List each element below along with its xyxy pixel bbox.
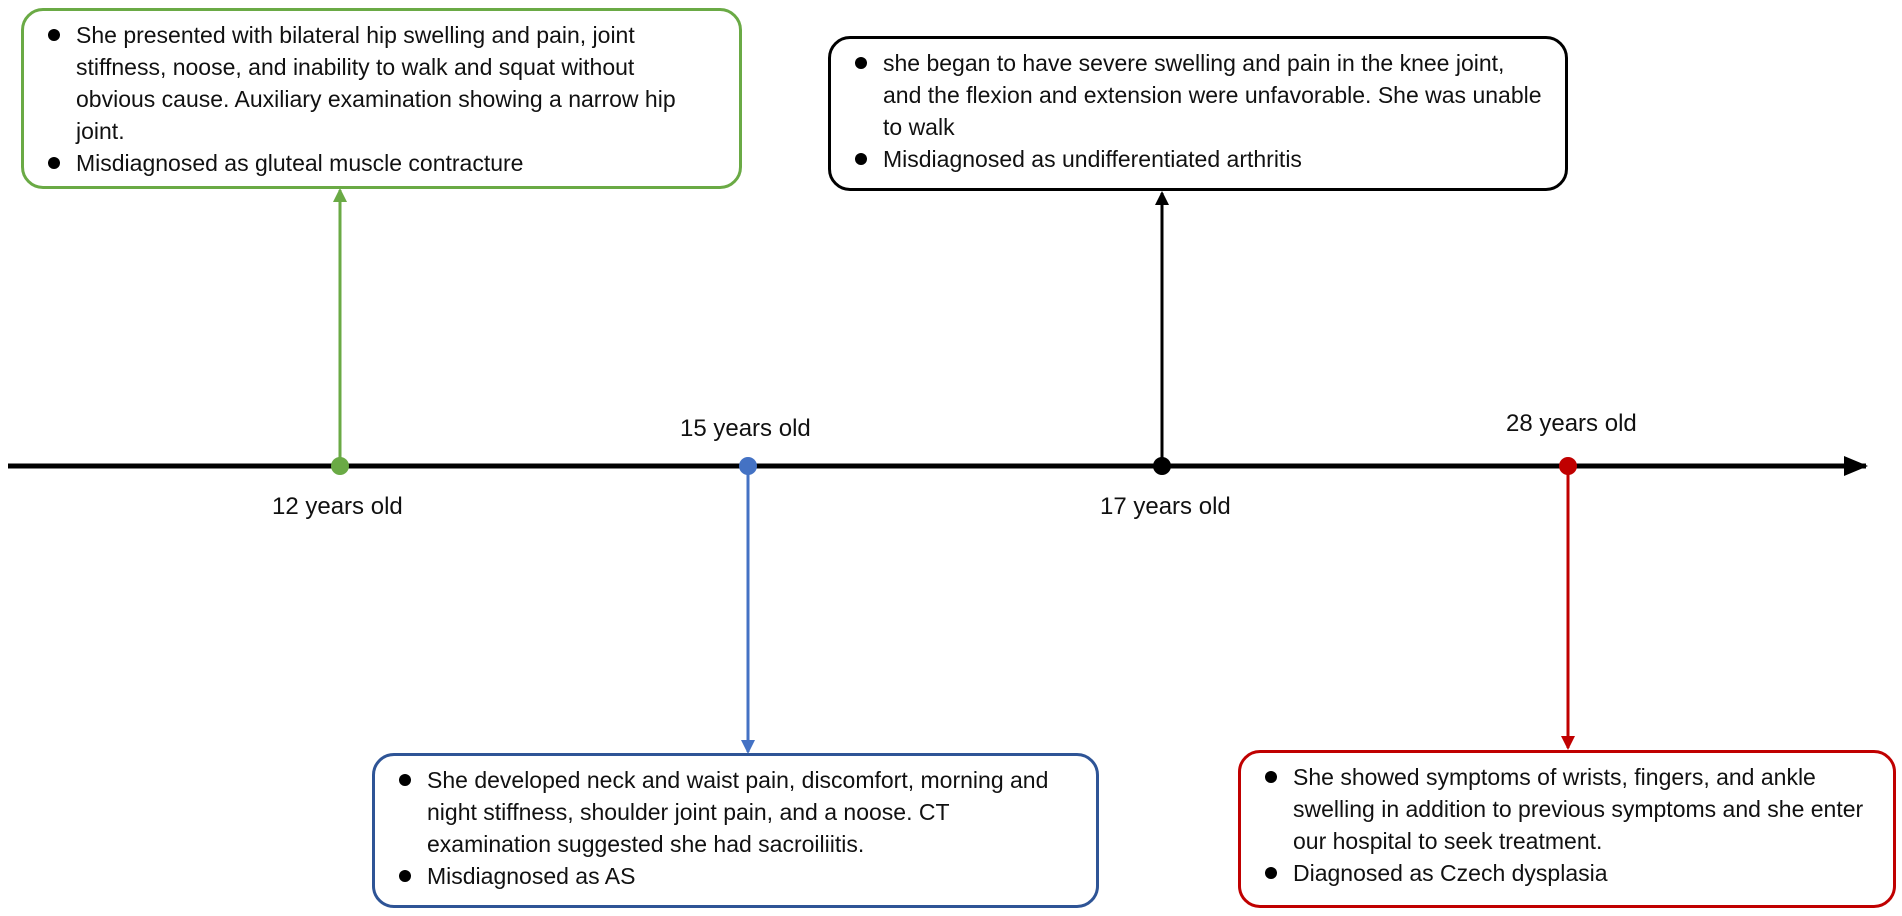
age-label-17: 17 years old bbox=[1100, 493, 1231, 520]
event-box-17: she began to have severe swelling and pa… bbox=[828, 36, 1568, 191]
event-15-bullet-1: She developed neck and waist pain, disco… bbox=[393, 764, 1076, 860]
age-label-15: 15 years old bbox=[680, 415, 811, 442]
event-17-bullet-2: Misdiagnosed as undifferentiated arthrit… bbox=[849, 143, 1545, 175]
event-12-bullet-1: She presented with bilateral hip swellin… bbox=[42, 19, 719, 147]
event-28-bullet-1: She showed symptoms of wrists, fingers, … bbox=[1259, 761, 1873, 857]
event-17-bullet-1: she began to have severe swelling and pa… bbox=[849, 47, 1545, 143]
marker-dot-17 bbox=[1153, 457, 1171, 475]
event-12-bullet-2: Misdiagnosed as gluteal muscle contractu… bbox=[42, 147, 719, 179]
event-15-bullet-2: Misdiagnosed as AS bbox=[393, 860, 1076, 892]
marker-dot-28 bbox=[1559, 457, 1577, 475]
event-box-15: She developed neck and waist pain, disco… bbox=[372, 753, 1099, 908]
marker-dot-15 bbox=[739, 457, 757, 475]
age-label-28: 28 years old bbox=[1506, 410, 1637, 437]
age-label-12: 12 years old bbox=[272, 493, 403, 520]
marker-dot-12 bbox=[331, 457, 349, 475]
event-28-bullet-2: Diagnosed as Czech dysplasia bbox=[1259, 857, 1873, 889]
event-box-12: She presented with bilateral hip swellin… bbox=[21, 8, 742, 189]
event-box-28: She showed symptoms of wrists, fingers, … bbox=[1238, 750, 1896, 908]
